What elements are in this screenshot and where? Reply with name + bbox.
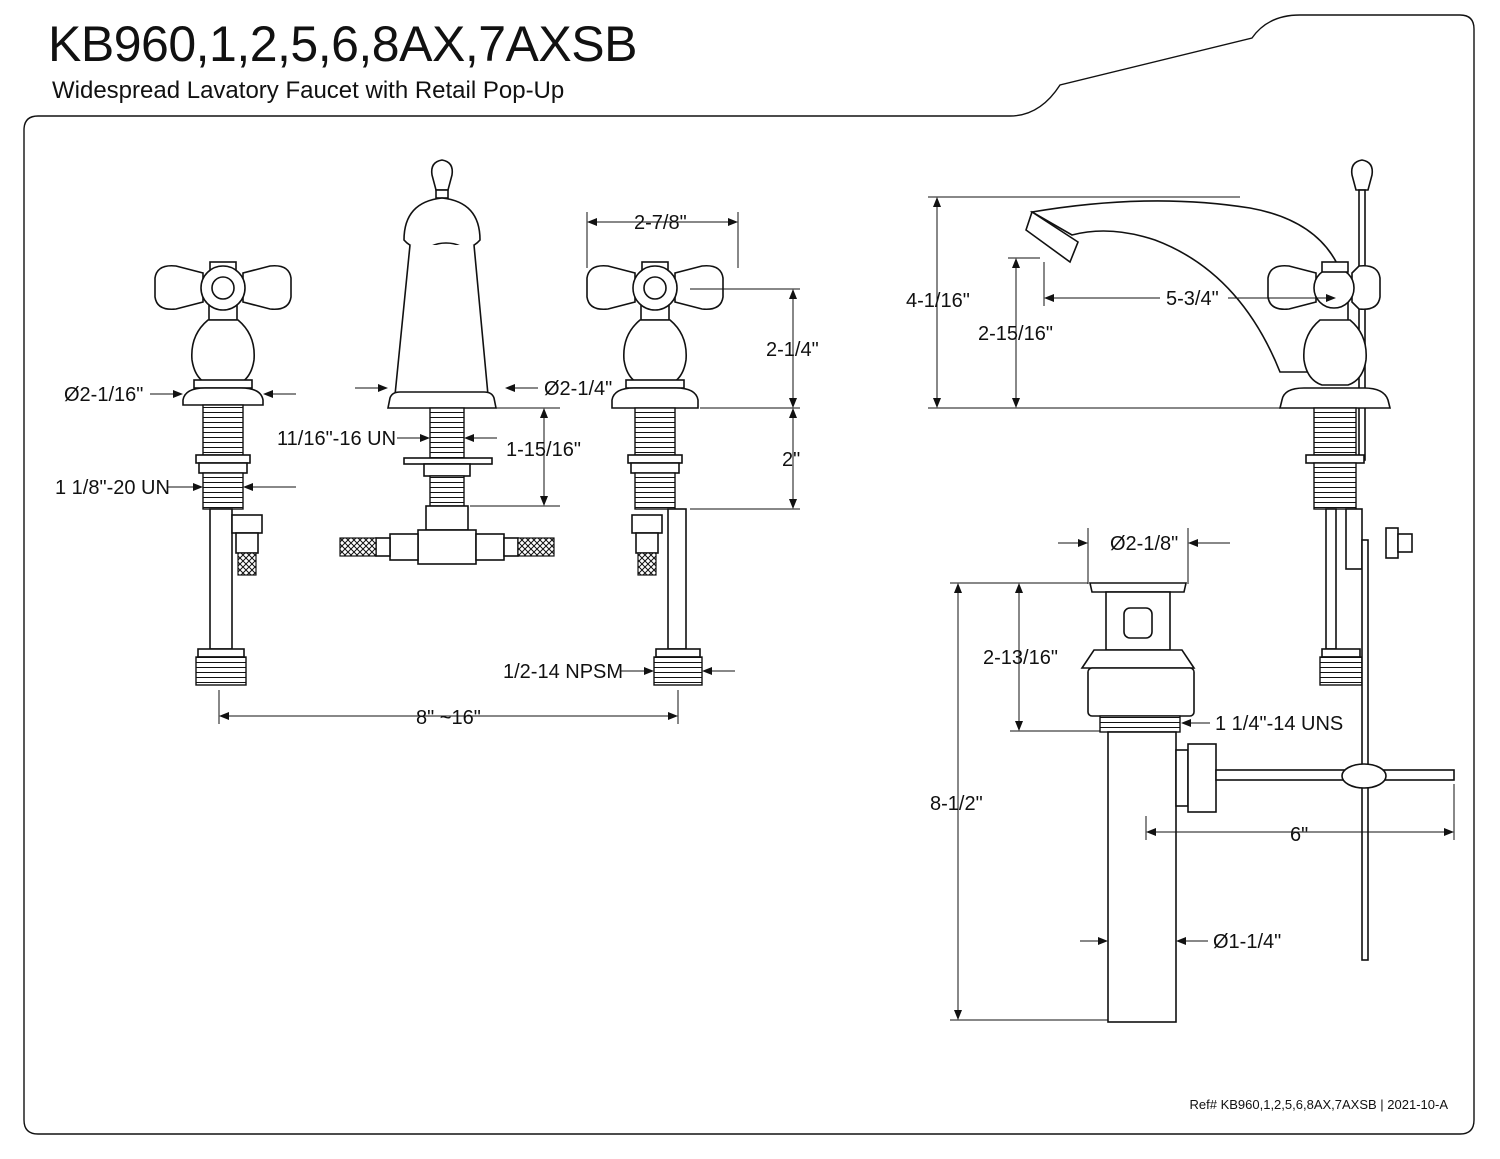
dim-spout-shank: 1-15/16" xyxy=(506,439,581,461)
left-handle-valve xyxy=(154,261,292,686)
side-view-faucet xyxy=(1025,159,1413,961)
dim-drain-thread: 1 1/4"-14 UNS xyxy=(1215,713,1343,735)
dim-drain-length: 8-1/2" xyxy=(930,793,983,815)
dim-spout-reach: 5-3/4" xyxy=(1166,288,1219,310)
dim-aerator-height: 2-15/16" xyxy=(978,323,1053,345)
dim-tailpiece-dia: Ø1-1/4" xyxy=(1213,931,1281,953)
dim-spout-base-dia: Ø2-1/4" xyxy=(544,378,612,400)
right-handle-valve xyxy=(586,261,724,686)
sheet-frame xyxy=(23,14,1475,1135)
dim-spread: 8" ~16" xyxy=(416,707,481,729)
dim-drain-flange-height: 2-13/16" xyxy=(983,647,1058,669)
popup-drain xyxy=(1080,582,1455,1023)
dim-spout-thread: 11/16"-16 UN xyxy=(277,428,396,450)
dim-handle-thread: 1 1/8"-20 UN xyxy=(55,477,170,499)
page-subtitle: Widespread Lavatory Faucet with Retail P… xyxy=(52,77,565,104)
dim-shank-length: 2" xyxy=(782,449,800,471)
page-title: KB960,1,2,5,6,8AX,7AXSB xyxy=(48,16,637,72)
dimension-lines xyxy=(150,196,1455,1021)
dim-handle-width: 2-7/8" xyxy=(634,212,687,234)
dim-drain-flange-dia: Ø2-1/8" xyxy=(1110,533,1178,555)
center-spout xyxy=(339,159,555,565)
dim-handle-height: 2-1/4" xyxy=(766,339,819,361)
dim-overall-height: 4-1/16" xyxy=(906,290,970,312)
dim-supply-thread: 1/2-14 NPSM xyxy=(503,661,623,683)
reference-note: Ref# KB960,1,2,5,6,8AX,7AXSB | 2021-10-A xyxy=(1190,1097,1449,1112)
dim-pivot-rod: 6" xyxy=(1290,824,1308,846)
dim-handle-base-dia: Ø2-1/16" xyxy=(64,384,143,406)
